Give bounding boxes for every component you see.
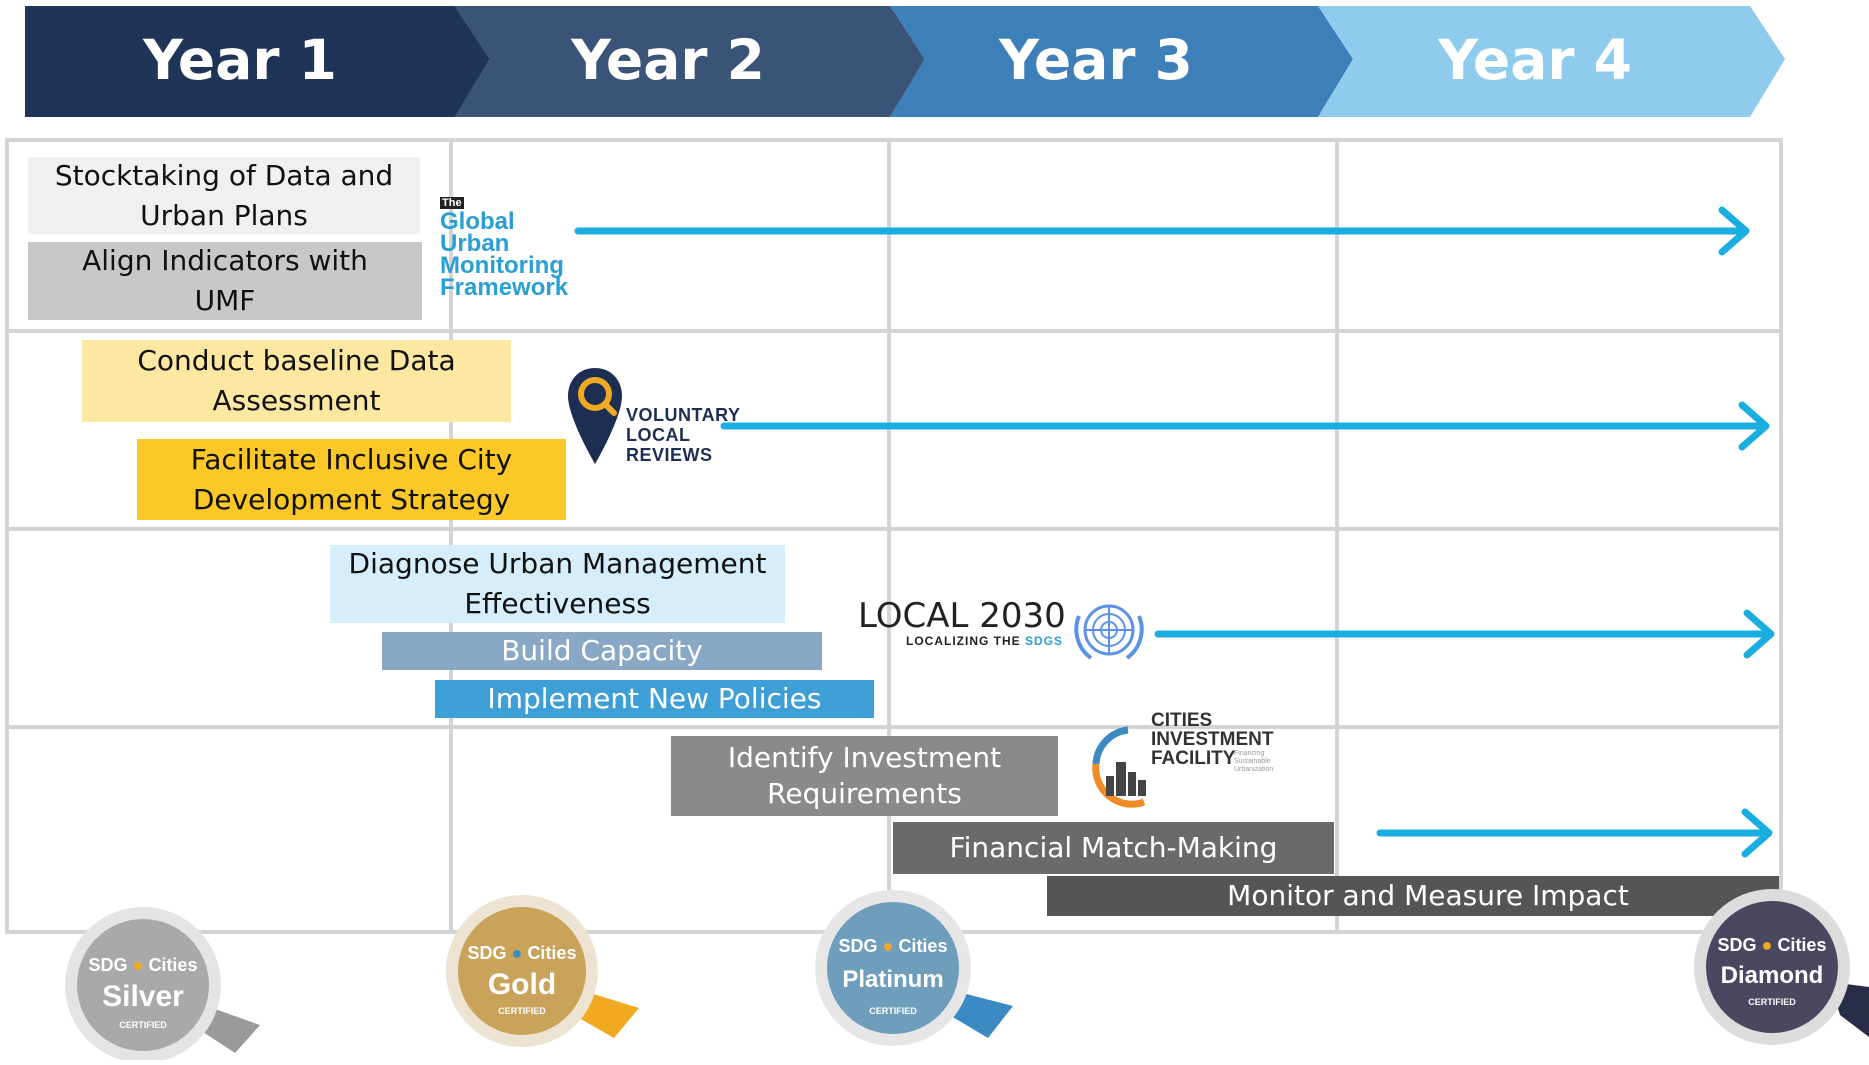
medal-brand: SDG ● Cities <box>78 955 208 976</box>
medal-brand-sdg: SDG <box>467 943 507 963</box>
activity-identify-investment: Identify Investment Requirements <box>671 736 1058 816</box>
logo-line: LOCAL <box>626 425 691 445</box>
diamond-medal: SDG ● Cities Diamond CERTIFIED <box>1690 887 1869 1057</box>
logo-subtitle-prefix: LOCALIZING THE <box>906 634 1025 648</box>
medal-certified: CERTIFIED <box>869 1006 917 1016</box>
logo-tagline-line: Urbanization <box>1234 766 1274 773</box>
chevron-year-3 <box>890 6 1353 117</box>
medal-certified: CERTIFIED <box>119 1020 167 1030</box>
activity-monitor-impact: Monitor and Measure Impact <box>1047 876 1779 916</box>
chevron-year-1 <box>25 6 490 117</box>
medal-brand: SDG ● Cities <box>457 943 587 964</box>
logo-line: VOLUNTARY <box>626 405 741 425</box>
logo-line: CITIES <box>1151 710 1213 731</box>
sdg-wheel-icon: ● <box>882 936 894 956</box>
activity-label: Monitor and Measure Impact <box>1227 879 1629 912</box>
activity-label: Identify Investment Requirements <box>727 741 1002 810</box>
medal-certified: CERTIFIED <box>498 1006 546 1016</box>
medal-tier: Gold <box>487 968 557 1001</box>
arrowhead-icon <box>1718 206 1750 256</box>
global-urban-monitoring-framework-logo: The Global Urban Monitoring Framework <box>440 188 569 301</box>
medal-tier: Platinum <box>842 966 944 993</box>
medal-certified: CERTIFIED <box>1748 997 1796 1007</box>
activity-baseline-assessment: Conduct baseline Data Assessment <box>82 340 511 422</box>
activity-label: Diagnose Urban Management Effectiveness <box>348 547 767 620</box>
activity-label: Build Capacity <box>501 634 703 667</box>
medal-icon <box>65 907 260 1063</box>
medal-brand-sdg: SDG <box>88 955 128 975</box>
voluntary-local-reviews-logo: VOLUNTARY LOCAL REVIEWS <box>626 405 741 465</box>
sdg-wheel-icon: ● <box>1761 935 1773 955</box>
logo-line: Framework <box>440 274 569 301</box>
activity-diagnose-urban: Diagnose Urban Management Effectiveness <box>330 545 785 623</box>
location-pin-icon <box>568 368 622 464</box>
logo-tagline-line: Sustainable <box>1234 758 1271 765</box>
activity-build-capacity: Build Capacity <box>382 632 822 670</box>
medal-icon <box>446 895 639 1047</box>
un-emblem-icon <box>1074 604 1144 660</box>
medal-brand-sdg: SDG <box>838 936 878 956</box>
chevron-year-2 <box>455 6 925 117</box>
medal-tier: Silver <box>102 980 184 1013</box>
year-4-label: Year 4 <box>1438 28 1632 92</box>
activity-inclusive-strategy: Facilitate Inclusive City Development St… <box>137 439 566 520</box>
logo-line: FACILITY <box>1151 748 1236 769</box>
sdg-wheel-icon: ● <box>132 955 144 975</box>
activity-label: Facilitate Inclusive City Development St… <box>190 442 513 516</box>
activity-financial-matchmaking: Financial Match-Making <box>893 822 1334 874</box>
activity-label: Conduct baseline Data Assessment <box>137 344 456 417</box>
logo-subtitle-highlight: SDGS <box>1025 634 1064 648</box>
medal-icon <box>815 890 1013 1046</box>
year-1-label: Year 1 <box>143 28 337 92</box>
logo-title: LOCAL 2030 <box>858 596 1066 636</box>
logo-line: INVESTMENT <box>1151 729 1274 750</box>
medal-brand-cities: Cities <box>1777 935 1827 955</box>
local-2030-logo: LOCAL 2030 LOCALIZING THE SDGS <box>858 598 1066 648</box>
activity-label: Align Indicators with UMF <box>82 244 368 317</box>
logo-line: Monitoring <box>440 252 564 279</box>
cif-tagline: Financing Sustainable Urbanization <box>1234 750 1273 774</box>
silver-medal: SDG ● Cities Silver CERTIFIED <box>60 905 270 1063</box>
year-2-label: Year 2 <box>571 28 765 92</box>
medal-tier: Diamond <box>1720 962 1824 989</box>
cities-investment-facility-icon <box>1092 726 1146 808</box>
activity-stocktaking: Stocktaking of Data and Urban Plans <box>28 157 420 234</box>
logo-tagline-line: Financing <box>1234 750 1265 757</box>
arrowhead-icon <box>1741 808 1773 858</box>
year-3-label: Year 3 <box>999 28 1193 92</box>
gold-medal: SDG ● Cities Gold CERTIFIED <box>444 893 654 1053</box>
activity-label: Stocktaking of Data and Urban Plans <box>54 158 394 232</box>
cities-investment-facility-logo: CITIES INVESTMENT FACILITY <box>1151 711 1273 768</box>
logo-line: REVIEWS <box>626 445 713 465</box>
arrowhead-icon <box>1738 401 1770 451</box>
sdg-wheel-icon: ● <box>511 943 523 963</box>
medal-brand: SDG ● Cities <box>828 936 958 957</box>
logo-line: Global <box>440 208 515 235</box>
chevron-year-4 <box>1318 6 1785 117</box>
activity-label: Implement New Policies <box>487 682 822 715</box>
activity-align-indicators: Align Indicators with UMF <box>28 242 422 320</box>
logo-subtitle: LOCALIZING THE SDGS <box>858 634 1066 648</box>
medal-icon <box>1694 889 1869 1045</box>
platinum-medal: SDG ● Cities Platinum CERTIFIED <box>813 888 1023 1053</box>
activity-implement-policies: Implement New Policies <box>435 680 874 718</box>
activity-label: Financial Match-Making <box>949 831 1278 864</box>
logo-badge: The <box>440 197 464 209</box>
arrowhead-icon <box>1743 609 1775 659</box>
medal-brand: SDG ● Cities <box>1707 935 1837 956</box>
logo-line: Urban <box>440 230 510 257</box>
medal-brand-cities: Cities <box>148 955 198 975</box>
year-chevron-bar <box>25 6 1785 117</box>
medal-brand-cities: Cities <box>898 936 948 956</box>
medal-brand-sdg: SDG <box>1717 935 1757 955</box>
medal-brand-cities: Cities <box>527 943 577 963</box>
